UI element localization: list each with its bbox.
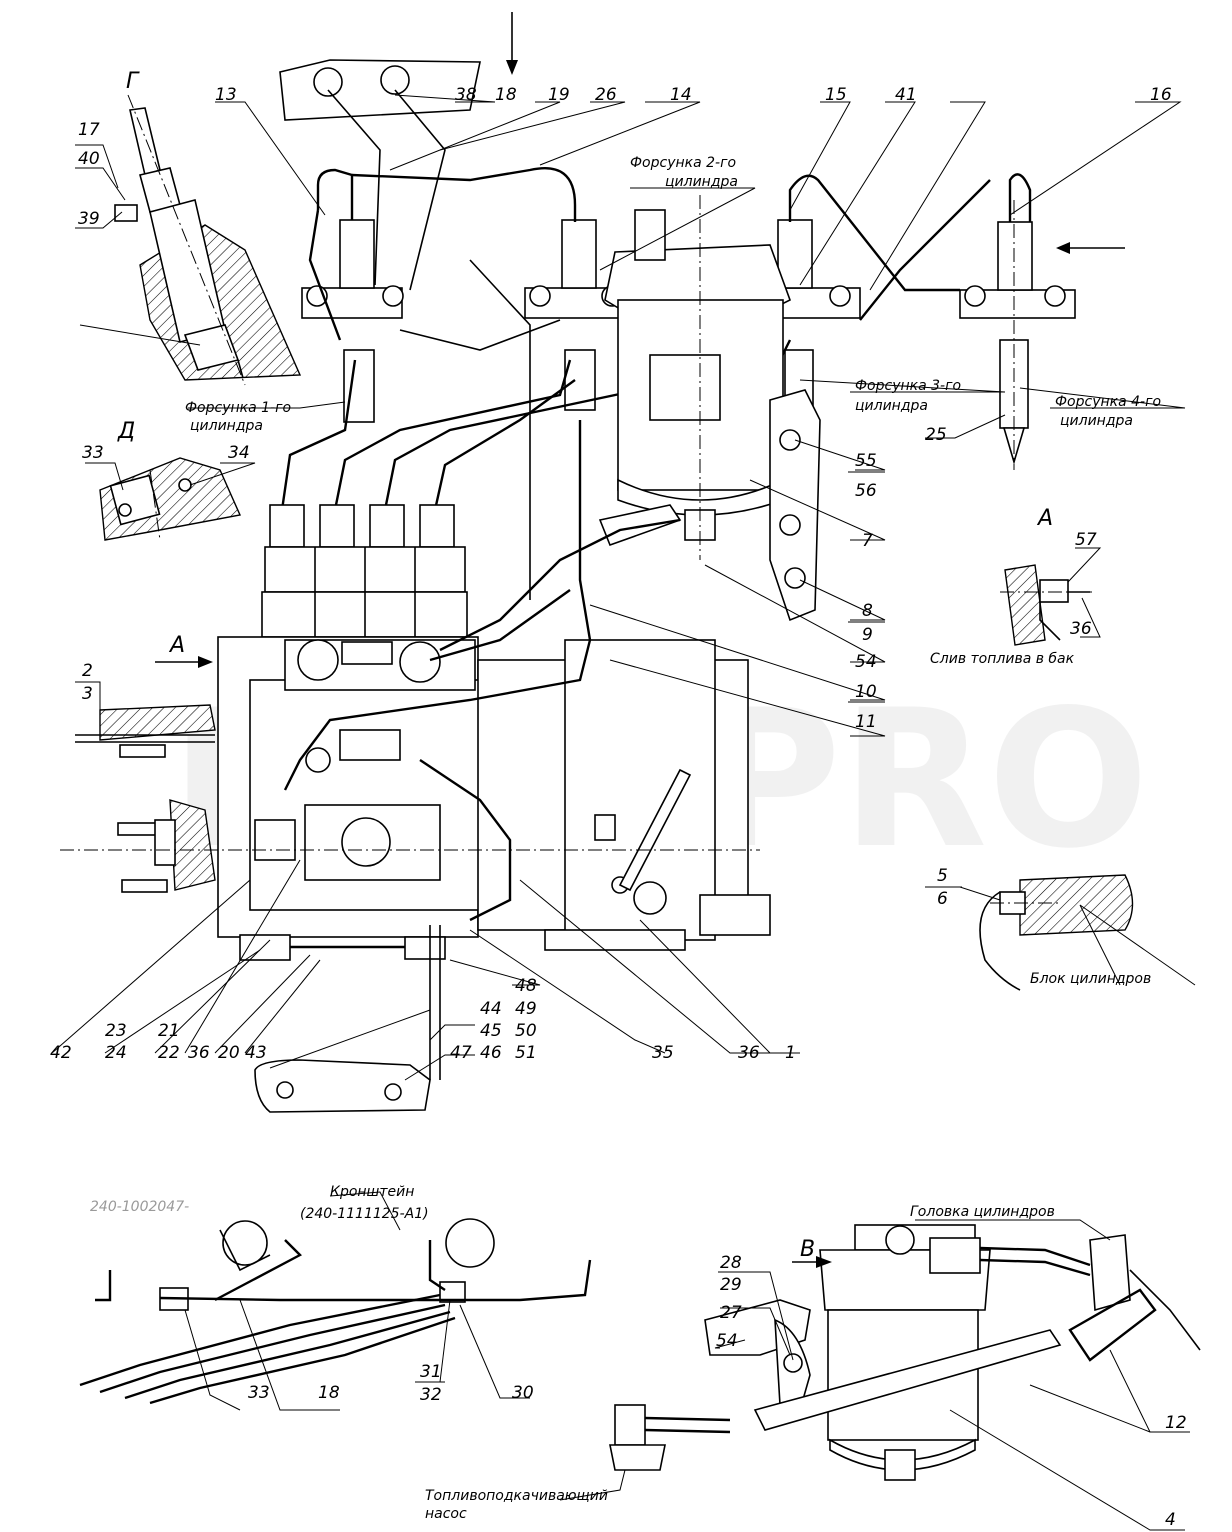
- detail-view-block: [979, 874, 1134, 991]
- pos-label-31: 31: [420, 1362, 442, 1382]
- pos-label-14: 14: [670, 85, 692, 105]
- pos-label-17: 17: [78, 120, 100, 140]
- pos-label-44: 44: [480, 999, 502, 1019]
- pos-label-56: 56: [855, 481, 877, 501]
- caption-injector-3-line1: Форсунка 3-го: [855, 378, 961, 394]
- pos-label-15: 15: [825, 85, 847, 105]
- caption-block: Блок цилиндров: [1030, 971, 1151, 987]
- pos-label-39: 39: [78, 209, 100, 229]
- pos-label-18: 18: [495, 85, 517, 105]
- faded-part-code: 240-1002047-: [90, 1199, 189, 1215]
- pos-label-36-a: 36: [1070, 619, 1092, 639]
- pos-label-13: 13: [215, 85, 237, 105]
- view-arrow-a-letter: А: [168, 633, 185, 658]
- view-letter-g: Г: [126, 69, 140, 94]
- pos-label-49: 49: [515, 999, 537, 1019]
- pos-label-40: 40: [78, 149, 100, 169]
- pos-label-26: 26: [595, 85, 617, 105]
- pos-label-20: 20: [218, 1043, 240, 1063]
- caption-injector-1-line2: цилиндра: [190, 418, 263, 434]
- pos-label-30: 30: [512, 1383, 534, 1403]
- pos-label-28: 28: [720, 1253, 742, 1273]
- pos-label-54-b: 54: [716, 1331, 738, 1351]
- pos-label-4: 4: [1165, 1510, 1176, 1530]
- pos-label-21: 21: [158, 1021, 180, 1041]
- pos-label-10: 10: [855, 682, 877, 702]
- leader-lines: [51, 94, 1196, 1531]
- pos-label-8: 8: [862, 601, 873, 621]
- pos-label-34: 34: [228, 443, 250, 463]
- pos-label-45: 45: [480, 1021, 502, 1041]
- pos-label-33-b: 33: [248, 1383, 270, 1403]
- pos-label-24: 24: [105, 1043, 127, 1063]
- pos-label-25: 25: [925, 425, 947, 445]
- view-letter-a: А: [1036, 506, 1053, 531]
- pos-label-38: 38: [455, 85, 477, 105]
- view-letter-v: В: [800, 1237, 815, 1262]
- pos-label-18-b: 18: [318, 1383, 340, 1403]
- caption-injector-3-line2: цилиндра: [855, 398, 928, 414]
- pos-label-29: 29: [720, 1275, 742, 1295]
- pos-label-48: 48: [515, 976, 537, 996]
- captions: Форсунка 1-го цилиндра Форсунка 2-го цил…: [185, 155, 1161, 1522]
- detail-view-d: Д: [99, 419, 241, 541]
- pos-label-6: 6: [937, 889, 948, 909]
- pos-label-23: 23: [105, 1021, 127, 1041]
- pos-label-41: 41: [895, 85, 917, 105]
- pos-label-2: 2: [82, 661, 93, 681]
- pos-label-16: 16: [1150, 85, 1172, 105]
- pos-label-35: 35: [652, 1043, 674, 1063]
- pos-label-7: 7: [862, 531, 873, 551]
- pos-label-36-c: 36: [738, 1043, 760, 1063]
- caption-injector-1-line1: Форсунка 1-го: [185, 400, 291, 416]
- pos-label-50: 50: [515, 1021, 537, 1041]
- pos-label-22: 22: [158, 1043, 180, 1063]
- caption-bracket-line1: Кронштейн: [330, 1184, 414, 1200]
- pos-label-9: 9: [862, 625, 873, 645]
- pos-label-11: 11: [855, 712, 877, 732]
- caption-injector-2-line2: цилиндра: [665, 174, 738, 190]
- detail-view-a: А: [1000, 506, 1095, 646]
- detail-view-g: Г: [114, 69, 302, 386]
- pos-label-43: 43: [245, 1043, 267, 1063]
- caption-bracket-line2: (240-1111125-А1): [300, 1206, 429, 1222]
- pos-label-36-b: 36: [188, 1043, 210, 1063]
- pos-label-3: 3: [82, 684, 93, 704]
- pos-label-47: 47: [450, 1043, 472, 1063]
- caption-drain: Слив топлива в бак: [930, 651, 1075, 667]
- caption-injector-2-line1: Форсунка 2-го: [630, 155, 736, 171]
- injection-pump: А: [60, 420, 771, 1113]
- pos-label-57: 57: [1075, 530, 1097, 550]
- pos-label-46: 46: [480, 1043, 502, 1063]
- view-letter-d: Д: [117, 419, 135, 444]
- pos-label-51: 51: [515, 1043, 537, 1063]
- pos-label-33: 33: [82, 443, 104, 463]
- fuel-filter: [598, 195, 821, 622]
- lower-right-assembly: В: [609, 1224, 1201, 1481]
- pos-label-27: 27: [720, 1303, 742, 1323]
- pos-label-54: 54: [855, 652, 877, 672]
- pos-label-55: 55: [855, 451, 877, 471]
- pos-label-32: 32: [420, 1385, 442, 1405]
- caption-head: Головка цилиндров: [910, 1204, 1055, 1220]
- pos-label-12: 12: [1165, 1413, 1187, 1433]
- pos-label-5: 5: [937, 866, 948, 886]
- position-numbers: 17 40 39 13 38 18 19 26 14 15 41 16 33 3…: [50, 85, 1187, 1530]
- pos-label-42: 42: [50, 1043, 72, 1063]
- caption-injector-4-line2: цилиндра: [1060, 413, 1133, 429]
- lower-left-assembly: 240-1002047-: [79, 1199, 592, 1405]
- pos-label-19: 19: [548, 85, 570, 105]
- pos-label-1: 1: [785, 1043, 796, 1063]
- caption-injector-4-line1: Форсунка 4-го: [1055, 394, 1161, 410]
- caption-pump-line1: Топливоподкачивающий: [425, 1488, 608, 1504]
- caption-pump-line2: насос: [425, 1506, 467, 1522]
